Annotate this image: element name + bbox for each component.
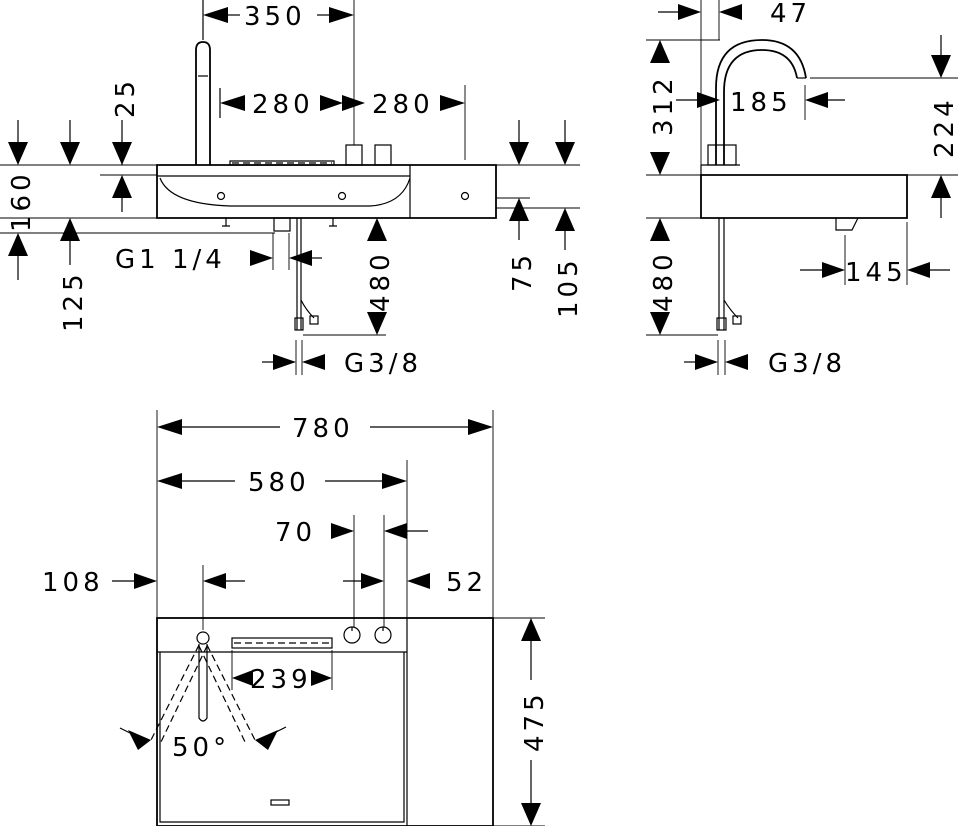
front-shelf [229,160,335,166]
front-waste-fitting [273,217,291,232]
side-spout-inner [723,49,798,165]
front-supply-nut [294,317,304,331]
front-hole [337,191,347,201]
top-basin [159,652,405,823]
front-view: 350 280 280 25 160 125 G1 1/4 [0,0,584,379]
top-outline [156,617,494,826]
dim-780: 780 [292,414,354,444]
top-spout-swivel-left [150,644,208,745]
top-view: 780 580 70 108 52 239 [42,410,550,826]
dim-125: 125 [59,270,89,332]
front-spout [195,41,211,165]
dim-25: 25 [111,77,141,118]
side-view: 47 312 185 224 480 145 G3/8 [646,0,958,379]
front-supply-nut [309,315,319,325]
front-knob [374,144,392,166]
top-spout [198,644,208,722]
dim-185: 185 [730,88,792,118]
dim-350: 350 [244,2,306,32]
front-knob [345,144,363,166]
front-basin-bowl [159,177,411,207]
dim-145: 145 [845,258,907,288]
dim-70: 70 [275,518,316,548]
dim-224: 224 [930,96,958,158]
dim-475: 475 [520,690,550,752]
front-hole [216,191,226,201]
dim-105: 105 [554,256,584,318]
dim-280-right: 280 [372,90,434,120]
front-hole [460,191,470,201]
front-basin-outline [156,164,497,219]
front-fitting [222,218,230,227]
dim-580: 580 [248,468,310,498]
front-fitting [329,218,337,227]
dim-480-front: 480 [366,250,396,312]
top-spout-base [196,631,210,645]
dim-160: 160 [7,170,37,232]
side-supply-nut [716,317,727,331]
thread-g1-1-4: G1 1/4 [115,245,226,275]
top-spout-swivel-right [198,644,256,745]
side-supply-nut [732,315,742,325]
angle-50: 50° [172,733,230,763]
side-spout [715,39,807,165]
top-drain [270,799,290,806]
dim-52: 52 [446,568,487,598]
thread-g3-8-front: G3/8 [344,349,422,379]
side-basin [700,174,908,219]
thread-g3-8-side: G3/8 [768,349,846,379]
front-supply-hose [300,299,315,319]
side-drain [835,217,859,231]
side-supply-hose [723,299,739,319]
dim-280-left: 280 [252,90,314,120]
dim-75: 75 [508,251,538,292]
dim-108: 108 [42,568,104,598]
top-shelf [231,637,333,649]
dim-239: 239 [250,665,312,695]
dim-480-side: 480 [649,250,679,312]
side-knob [707,144,737,166]
dim-47: 47 [770,0,811,29]
dim-312: 312 [649,74,679,136]
